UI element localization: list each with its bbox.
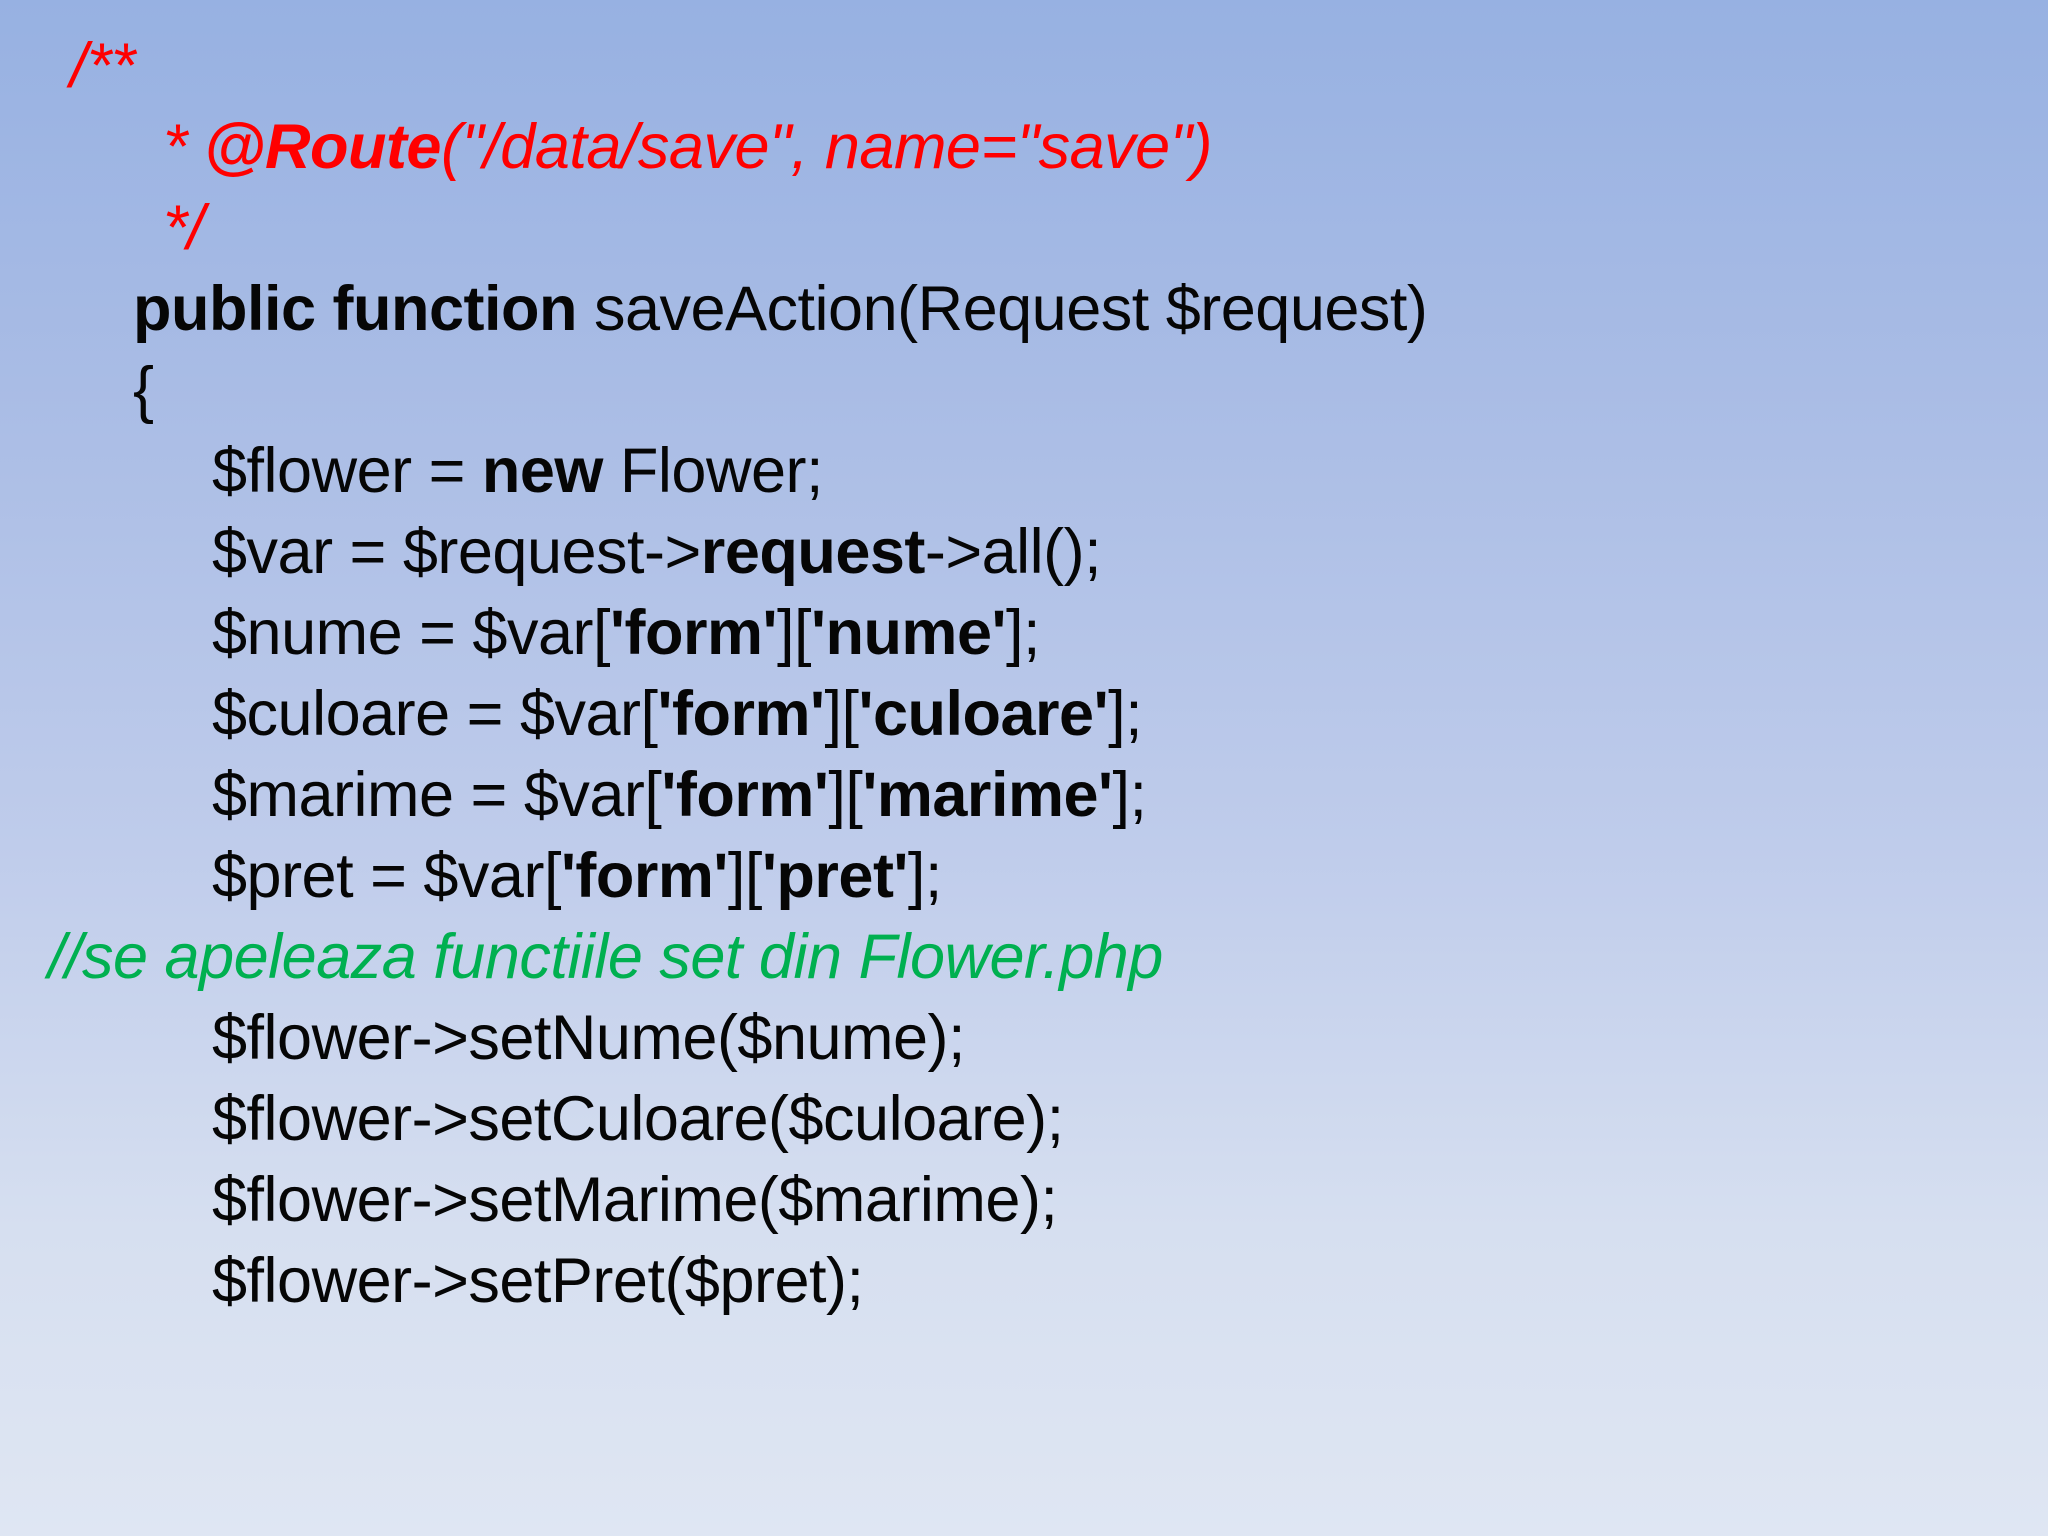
code-segment: ];	[907, 841, 943, 911]
code-line-request-all: $var = $request->request->all();	[0, 512, 2048, 593]
code-line-docblock-open: /**	[0, 26, 2048, 107]
code-segment-bold: 'form'	[560, 841, 728, 911]
code-segment: $flower->setCuloare($culoare);	[212, 1084, 1064, 1154]
code-line-get-culoare: $culoare = $var['form']['culoare'];	[0, 674, 2048, 755]
code-segment: */	[163, 193, 205, 263]
code-line-get-pret: $pret = $var['form']['pret'];	[0, 836, 2048, 917]
code-segment-bold: 'form'	[610, 598, 777, 668]
code-line-get-marime: $marime = $var['form']['marime'];	[0, 755, 2048, 836]
code-segment: $flower->setPret($pret);	[212, 1246, 864, 1316]
code-segment-bold: 'pret'	[761, 841, 908, 911]
code-line-function-signature: public function saveAction(Request $requ…	[0, 269, 2048, 350]
code-line-set-culoare: $flower->setCuloare($culoare);	[0, 1079, 2048, 1160]
code-segment: $culoare = $var[	[212, 679, 658, 749]
code-segment-bold: @Route	[204, 112, 441, 182]
code-segment: ];	[1112, 760, 1147, 830]
code-line-docblock-close: */	[0, 188, 2048, 269]
code-segment: $flower->setNume($nume);	[212, 1003, 966, 1073]
code-segment-bold: new	[481, 436, 604, 506]
code-segment-bold: 'form'	[657, 679, 825, 749]
code-line-route-annotation: * @Route("/data/save", name="save")	[0, 107, 2048, 188]
code-segment: //se apeleaza functiile set din Flower.p…	[48, 922, 1163, 992]
code-segment: ];	[1108, 679, 1143, 749]
code-segment: $flower->setMarime($marime);	[212, 1165, 1058, 1235]
code-segment: $flower =	[212, 436, 482, 506]
code-segment-bold: public function	[133, 274, 594, 344]
code-line-open-brace: {	[0, 350, 2048, 431]
code-segment: saveAction(Request $request)	[593, 274, 1428, 344]
code-line-get-nume: $nume = $var['form']['nume'];	[0, 593, 2048, 674]
code-segment-bold: 'culoare'	[858, 679, 1109, 749]
code-segment: ][	[776, 598, 812, 668]
code-line-setter-comment: //se apeleaza functiile set din Flower.p…	[0, 917, 2048, 998]
code-segment-bold: 'form'	[661, 760, 829, 830]
code-segment: {	[133, 355, 154, 425]
code-segment: ][	[828, 760, 863, 830]
code-segment: Flower;	[602, 436, 824, 506]
code-segment: ][	[824, 679, 860, 749]
code-segment: $pret = $var[	[212, 841, 561, 911]
code-segment: /**	[70, 31, 136, 101]
code-line-set-nume: $flower->setNume($nume);	[0, 998, 2048, 1079]
code-block: /*** @Route("/data/save", name="save")*/…	[0, 26, 2048, 1322]
code-segment-bold: 'nume'	[810, 598, 1006, 668]
code-line-set-pret: $flower->setPret($pret);	[0, 1241, 2048, 1322]
code-segment: ][	[727, 841, 763, 911]
code-segment: $nume = $var[	[212, 598, 611, 668]
code-line-new-flower: $flower = new Flower;	[0, 431, 2048, 512]
code-segment-bold: 'marime'	[862, 760, 1113, 830]
code-segment-bold: request	[700, 517, 926, 587]
code-segment: *	[163, 112, 205, 182]
code-segment: $marime = $var[	[212, 760, 662, 830]
code-segment: ];	[1005, 598, 1041, 668]
code-segment: $var = $request->	[212, 517, 701, 587]
code-line-set-marime: $flower->setMarime($marime);	[0, 1160, 2048, 1241]
code-segment: ->all();	[924, 517, 1102, 587]
code-segment: ("/data/save", name="save")	[440, 112, 1213, 182]
